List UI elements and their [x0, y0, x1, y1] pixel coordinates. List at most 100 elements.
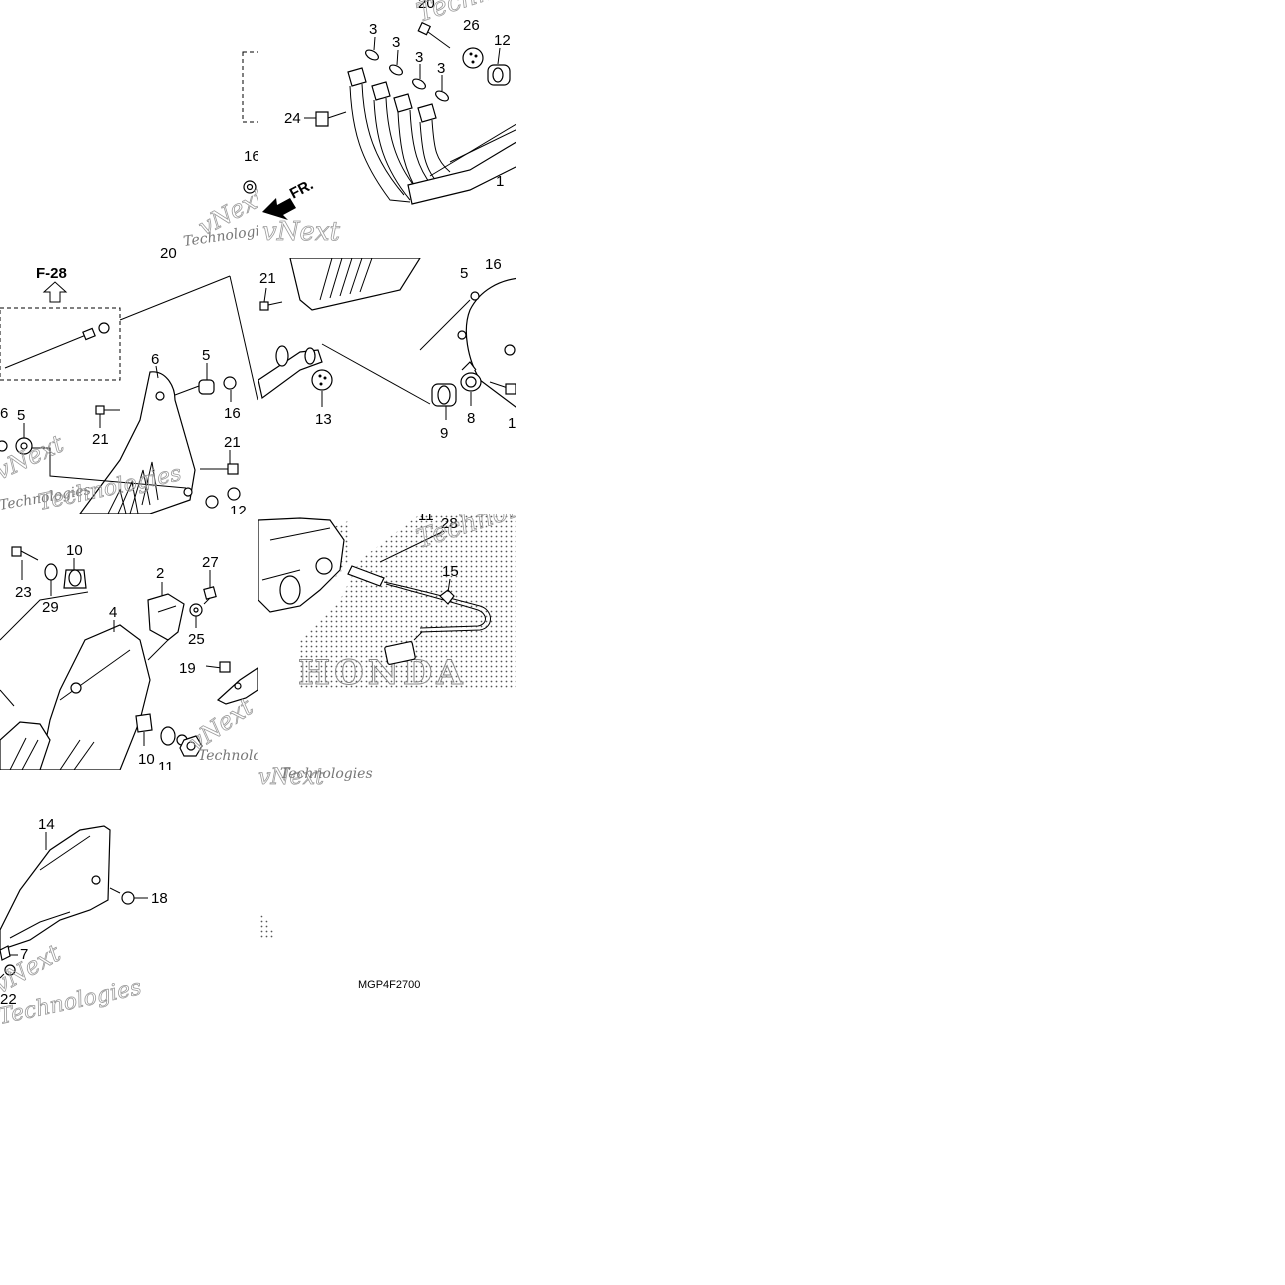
- bolt-19: [205, 661, 231, 673]
- washer-29: [44, 563, 58, 581]
- callout-3b: 3: [392, 34, 400, 51]
- callout-23: 23: [15, 584, 32, 601]
- bolt-20: [417, 21, 451, 49]
- heat-shield: [79, 371, 196, 514]
- callout-13: 13: [315, 411, 332, 428]
- callout-11: 11: [158, 759, 174, 776]
- watermark-line1: vNext: [0, 939, 66, 999]
- long-bolt: [4, 322, 110, 369]
- cover-4: [0, 624, 151, 770]
- callout-27: 27: [202, 554, 219, 571]
- washer-25: [189, 603, 203, 617]
- callout-28: 28: [441, 515, 458, 532]
- brand-mark: HONDA: [298, 653, 467, 693]
- grommet-26: [462, 47, 484, 69]
- callout-18: 18: [151, 890, 168, 907]
- bolt-21b: [200, 463, 239, 475]
- front-direction-arrow: FR.: [262, 176, 316, 220]
- callout-16: 16: [244, 148, 261, 165]
- clamp-pipe: [258, 345, 323, 400]
- callout-5b: 5: [17, 407, 25, 424]
- callout-5: 5: [202, 347, 210, 364]
- reference-label: F-28: [36, 265, 67, 282]
- tile-3: F-28 6 5 16: [0, 265, 258, 520]
- stud-24: [304, 111, 329, 127]
- watermark-line2: Technologies: [413, 0, 586, 29]
- callout-2: 2: [156, 565, 164, 582]
- callout-12: 12: [494, 32, 511, 49]
- clip-7: [0, 945, 11, 961]
- callout-3a: 3: [369, 21, 377, 38]
- callout-21: 21: [92, 431, 109, 448]
- bolt-23: [11, 546, 39, 561]
- tile-1: 16 20 Technologies vNext: [160, 51, 261, 262]
- tile-8: MGP4F2700: [258, 912, 420, 991]
- tile-5: 23 29 10 4 2: [0, 542, 291, 776]
- callout-12: 12: [230, 503, 247, 520]
- callout-24: 24: [284, 110, 301, 127]
- bolt-21: [95, 405, 120, 415]
- grommet-10b: [135, 713, 153, 733]
- callout-6b: 6: [0, 405, 8, 422]
- callout-20: 20: [418, 0, 435, 12]
- tile-2: 3 3 3 3 20 26 12: [262, 0, 586, 247]
- bolt-right: [489, 381, 516, 395]
- grommet-10: [63, 569, 87, 589]
- collar-9: [431, 383, 457, 407]
- callout-4: 4: [109, 604, 117, 621]
- bolt-21c: [259, 301, 283, 311]
- callout-10: 10: [66, 542, 83, 559]
- callout-8: 8: [467, 410, 475, 427]
- callout-29: 29: [42, 599, 59, 616]
- callout-6: 6: [151, 351, 159, 368]
- tile-7: 14 18 7 22 vNext Technologies: [0, 816, 168, 1030]
- watermark-line1: vNext: [262, 217, 340, 247]
- clamp-8: [460, 361, 482, 392]
- watermark-line2: Technologies: [198, 748, 291, 764]
- front-label: FR.: [287, 176, 316, 202]
- shield-detail: [289, 258, 421, 311]
- cover-14: [0, 825, 111, 951]
- callout-22: 22: [0, 991, 17, 1008]
- callout-17: 7: [258, 673, 266, 690]
- callout-26: 26: [463, 17, 480, 34]
- callout-9: 9: [440, 425, 448, 442]
- watermark-line1-footer: vNext: [258, 765, 324, 790]
- watermark-line2-footer: Technologies: [280, 766, 373, 782]
- callout-15: 15: [442, 563, 459, 580]
- bracket-17: [216, 667, 258, 705]
- cover-2: [147, 593, 185, 641]
- grommet-13: [311, 369, 333, 391]
- callout-7: 7: [20, 946, 28, 963]
- callout-19: 19: [179, 660, 196, 677]
- callout-16: 16: [485, 256, 502, 273]
- engine-casing: [258, 517, 345, 613]
- callout-3d: 3: [437, 60, 445, 77]
- diagram-code: MGP4F2700: [358, 979, 420, 991]
- nut-hex: [179, 735, 203, 757]
- callout-21b: 21: [224, 434, 241, 451]
- muffler: [419, 277, 516, 408]
- callout-21: 21: [259, 270, 276, 287]
- collar-12: [487, 64, 511, 86]
- callout-25: 25: [188, 631, 205, 648]
- exhaust-header-1: [347, 67, 516, 205]
- callout-1: 1: [496, 173, 504, 190]
- callout-1: 1: [508, 415, 516, 432]
- tile-4: 21 5 16 13 9: [258, 256, 516, 442]
- screw-22: [0, 964, 16, 979]
- callout-20: 20: [160, 245, 177, 262]
- bolt-27: [203, 586, 217, 605]
- screw-18: [109, 887, 135, 905]
- grommet-5: [198, 376, 237, 395]
- callout-3c: 3: [415, 49, 423, 66]
- gasket-group: [365, 36, 449, 102]
- callout-14: 14: [38, 816, 55, 833]
- callout-5: 5: [460, 265, 468, 282]
- tile-6: HONDA 28 15 11 Technologies: [258, 507, 516, 694]
- callout-10b: 10: [138, 751, 155, 768]
- callout-11-top: 11: [418, 507, 434, 524]
- callout-16: 16: [224, 405, 241, 422]
- oxygen-sensor: [347, 565, 491, 665]
